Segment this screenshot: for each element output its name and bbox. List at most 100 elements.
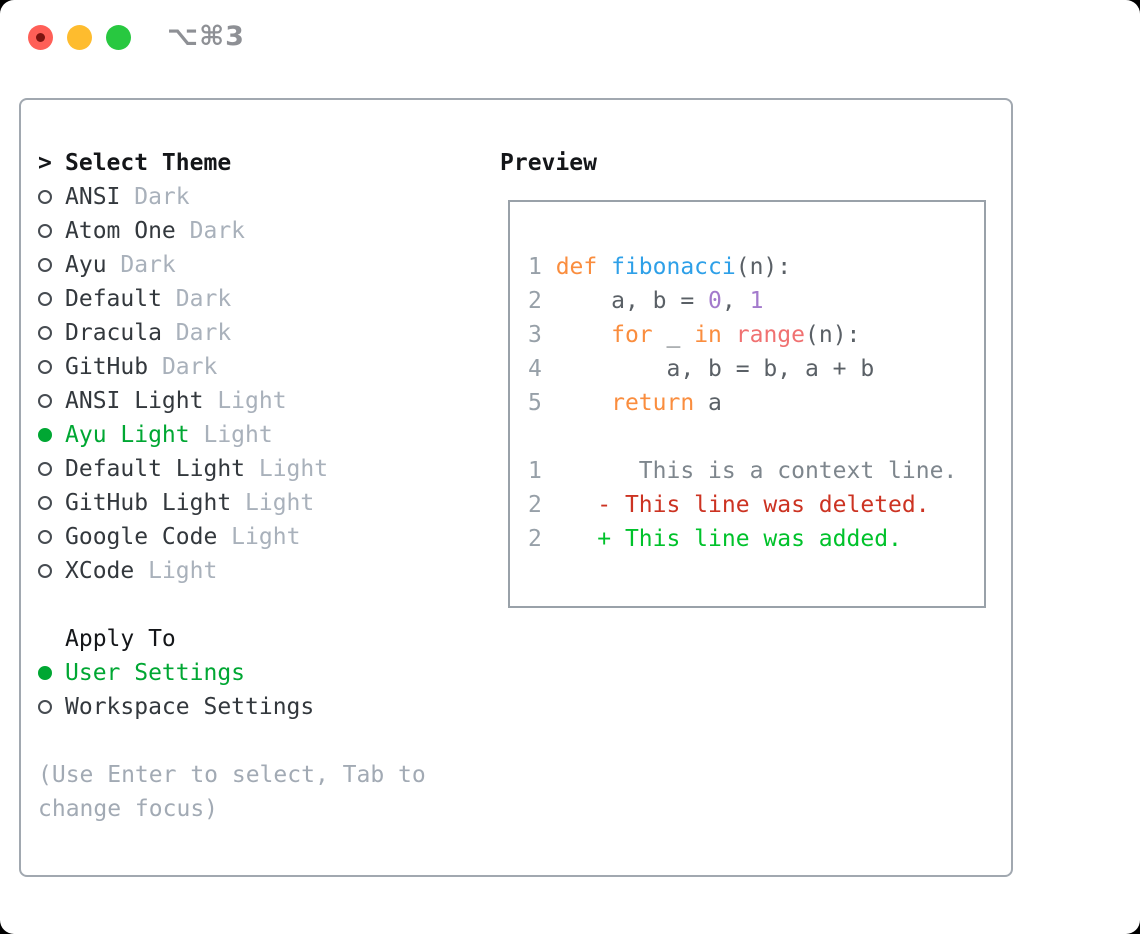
token-added: + This line was added. xyxy=(555,526,902,552)
theme-option-default[interactable]: Default Dark xyxy=(38,282,426,316)
code-line: 2 a, b = 0, 1 xyxy=(528,284,984,318)
hint-line-1: (Use Enter to select, Tab to xyxy=(38,762,426,788)
token-fg: , xyxy=(721,288,750,314)
theme-option-ayu[interactable]: Ayu Dark xyxy=(38,248,426,282)
apply-to-header: Apply To xyxy=(38,622,426,656)
code-line: 3 for _ in range(n): xyxy=(528,318,984,352)
option-label: ANSI Light Light xyxy=(65,388,287,414)
radio-icon xyxy=(38,258,52,272)
close-button[interactable] xyxy=(28,25,53,50)
radio-icon xyxy=(38,462,52,476)
line-number: 4 xyxy=(528,356,556,382)
selection-caret-box: > xyxy=(38,150,65,176)
theme-option-github[interactable]: GitHub Dark xyxy=(38,350,426,384)
token-keyword: for xyxy=(611,322,653,348)
line-number: 1 xyxy=(528,458,556,484)
code-line: 4 a, b = b, a + b xyxy=(528,352,984,386)
token-fg: a xyxy=(694,390,722,416)
theme-option-atom-one[interactable]: Atom One Dark xyxy=(38,214,426,248)
line-number: 2 xyxy=(528,526,556,552)
radio-icon xyxy=(38,394,52,408)
caret-icon: > xyxy=(38,150,52,176)
token-fg xyxy=(556,390,611,416)
apply-option-user-settings[interactable]: User Settings xyxy=(38,656,426,690)
option-label: Default Dark xyxy=(65,286,232,312)
token-context: This is a context line. xyxy=(555,458,958,484)
token-number: 1 xyxy=(749,288,764,314)
code-line: 5 return a xyxy=(528,386,984,420)
option-label: ANSI Dark xyxy=(65,184,190,210)
hint-line-2: change focus) xyxy=(38,796,219,822)
option-label: GitHub Light Light xyxy=(65,490,315,516)
select-theme-header: > Select Theme xyxy=(38,146,426,180)
radio-icon xyxy=(38,564,52,578)
radio-icon xyxy=(38,292,52,306)
token-keyword: in xyxy=(694,322,722,348)
select-theme-label: Select Theme xyxy=(65,150,232,176)
code-line: 2 + This line was added. xyxy=(528,522,984,556)
theme-option-github-light[interactable]: GitHub Light Light xyxy=(38,486,426,520)
option-label: Workspace Settings xyxy=(65,694,315,720)
code-line: 2 - This line was deleted. xyxy=(528,488,984,522)
theme-option-dracula[interactable]: Dracula Dark xyxy=(38,316,426,350)
token-deleted: - This line was deleted. xyxy=(555,492,930,518)
token-keyword: return xyxy=(611,390,695,416)
radio-icon xyxy=(38,700,52,714)
token-support: range xyxy=(735,322,805,348)
token-fg xyxy=(722,322,736,348)
token-fg: (n): xyxy=(805,322,861,348)
line-number: 3 xyxy=(528,322,556,348)
option-label: User Settings xyxy=(65,660,246,686)
code-line xyxy=(528,420,984,454)
token-fg: (n): xyxy=(735,254,792,280)
radio-icon xyxy=(38,224,52,238)
close-dot-icon xyxy=(36,33,45,42)
preview-header: Preview xyxy=(500,150,597,176)
code-line: 1 This is a context line. xyxy=(528,454,984,488)
token-function: fibonacci xyxy=(611,254,736,280)
radio-selected-icon xyxy=(38,428,52,442)
option-label: Dracula Dark xyxy=(65,320,232,346)
option-label: Default Light Light xyxy=(65,456,329,482)
token-fg xyxy=(556,322,611,348)
line-number: 1 xyxy=(528,254,556,280)
minimize-button[interactable] xyxy=(67,25,92,50)
titlebar: ⌥⌘3 xyxy=(0,0,1140,74)
option-label: Google Code Light xyxy=(65,524,301,550)
line-number: 2 xyxy=(528,492,556,518)
token-fg: a, b = b, a + b xyxy=(555,356,875,382)
option-label: Ayu Light Light xyxy=(65,422,273,448)
option-label: XCode Light xyxy=(65,558,218,584)
line-number: 2 xyxy=(528,288,556,314)
code-line: 1 def fibonacci(n): xyxy=(528,250,984,284)
radio-icon xyxy=(38,326,52,340)
apply-option-workspace-settings[interactable]: Workspace Settings xyxy=(38,690,426,724)
line-number: 5 xyxy=(528,390,556,416)
zoom-button[interactable] xyxy=(106,25,131,50)
theme-option-ansi[interactable]: ANSI Dark xyxy=(38,180,426,214)
option-label: Atom One Dark xyxy=(65,218,246,244)
theme-option-xcode[interactable]: XCode Light xyxy=(38,554,426,588)
radio-icon xyxy=(38,190,52,204)
radio-icon xyxy=(38,530,52,544)
radio-icon xyxy=(38,360,52,374)
token-number: 0 xyxy=(708,288,722,314)
theme-option-default-light[interactable]: Default Light Light xyxy=(38,452,426,486)
option-label: Ayu Dark xyxy=(65,252,176,278)
theme-option-google-code[interactable]: Google Code Light xyxy=(38,520,426,554)
token-fg: _ xyxy=(652,322,695,348)
traffic-lights xyxy=(28,25,131,50)
theme-option-ayu-light[interactable]: Ayu Light Light xyxy=(38,418,426,452)
window-title-shortcut: ⌥⌘3 xyxy=(167,21,245,52)
apply-to-label: Apply To xyxy=(65,626,176,652)
option-label: GitHub Dark xyxy=(65,354,218,380)
token-keyword: def xyxy=(555,254,612,280)
radio-icon xyxy=(38,496,52,510)
radio-selected-icon xyxy=(38,666,52,680)
line-number xyxy=(528,424,556,450)
theme-option-ansi-light[interactable]: ANSI Light Light xyxy=(38,384,426,418)
